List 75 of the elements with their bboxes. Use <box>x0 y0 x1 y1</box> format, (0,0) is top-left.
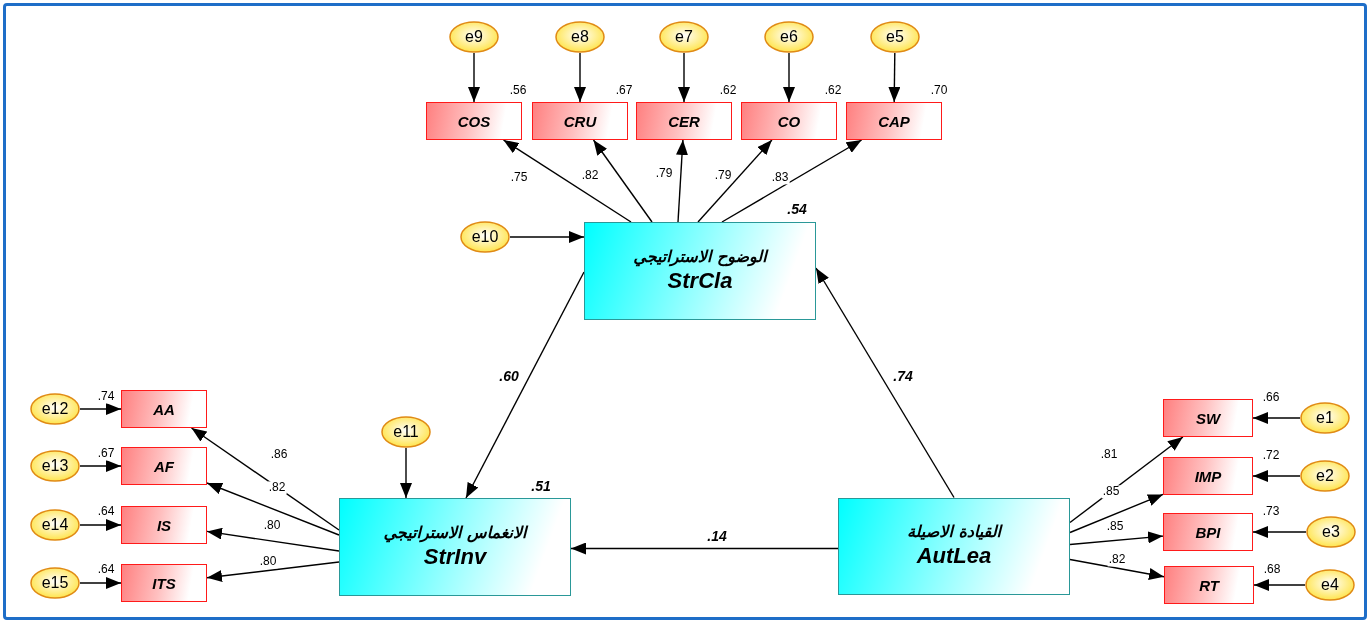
edge-label: .85 <box>1101 485 1121 499</box>
edge-label: .83 <box>770 171 790 185</box>
error-ellipse: e1 <box>1300 402 1350 434</box>
arrow <box>1069 493 1164 534</box>
error-ellipse: e14 <box>30 509 80 541</box>
arrow <box>888 52 901 103</box>
error-ellipse: e6 <box>764 21 814 53</box>
error-ellipse: e15 <box>30 567 80 599</box>
latent-variable-box <box>584 222 816 320</box>
arrow <box>79 460 122 472</box>
observed-variable-box: IMP <box>1163 457 1253 495</box>
arrow <box>502 139 632 223</box>
arrow <box>79 403 122 415</box>
error-ellipse: e2 <box>1300 460 1350 492</box>
arrow <box>592 139 653 223</box>
arrow <box>1252 526 1307 538</box>
arrow <box>574 52 586 103</box>
arrow <box>79 519 122 531</box>
edge-label: .82 <box>267 481 287 495</box>
observed-variable-box: COS <box>426 102 522 140</box>
observed-variable-box: RT <box>1164 566 1254 604</box>
observed-variable-box: SW <box>1163 399 1253 437</box>
error-ellipse: e12 <box>30 393 80 425</box>
arrow <box>400 447 412 499</box>
arrow <box>721 139 863 223</box>
error-ellipse: e5 <box>870 21 920 53</box>
arrow <box>1069 531 1164 546</box>
arrow <box>570 542 839 555</box>
observed-variable-box: BPI <box>1163 513 1253 551</box>
construct-name: القيادة الاصيلة <box>906 522 1002 544</box>
r-squared-label: .74 <box>96 390 116 404</box>
construct-name: الانغماس الاستراتيجي <box>383 523 527 545</box>
observed-variable-box: AA <box>121 390 207 428</box>
observed-variable-box: AF <box>121 447 207 485</box>
edge-label: .80 <box>258 555 278 569</box>
observed-variable-box: CAP <box>846 102 942 140</box>
arrow <box>676 139 688 223</box>
observed-variable-box: ITS <box>121 564 207 602</box>
edge-label: .82 <box>1107 553 1127 567</box>
arrow <box>1252 470 1301 482</box>
arrow <box>1253 579 1306 591</box>
observed-variable-box: CRU <box>532 102 628 140</box>
arrow <box>678 52 690 103</box>
arrow <box>815 267 955 499</box>
arrow <box>190 427 340 531</box>
arrow <box>465 271 585 499</box>
error-ellipse: e9 <box>449 21 499 53</box>
error-ellipse: e8 <box>555 21 605 53</box>
error-ellipse: e10 <box>460 221 510 253</box>
arrow <box>206 527 340 552</box>
error-ellipse: e4 <box>1305 569 1355 601</box>
arrow <box>1069 558 1165 580</box>
arrow <box>468 52 480 103</box>
r-squared-label: .67 <box>96 447 116 461</box>
construct-name: الوضوح الاستراتيجي <box>633 247 767 269</box>
construct-code: StrCla <box>667 268 733 295</box>
observed-variable-box: IS <box>121 506 207 544</box>
construct-code: StrInv <box>423 544 487 571</box>
arrow <box>1069 436 1184 524</box>
error-ellipse: e3 <box>1306 516 1356 548</box>
arrow <box>79 577 122 589</box>
latent-variable-box <box>339 498 571 596</box>
error-ellipse: e11 <box>381 416 431 448</box>
error-ellipse: e13 <box>30 450 80 482</box>
observed-variable-box: CO <box>741 102 837 140</box>
arrow <box>206 561 340 582</box>
error-ellipse: e7 <box>659 21 709 53</box>
construct-code: AutLea <box>916 543 992 570</box>
observed-variable-box: CER <box>636 102 732 140</box>
arrow <box>783 52 795 103</box>
arrow <box>206 482 340 536</box>
latent-variable-box <box>838 497 1070 595</box>
arrow <box>1252 412 1301 424</box>
arrow <box>509 231 585 243</box>
arrow <box>697 139 773 223</box>
